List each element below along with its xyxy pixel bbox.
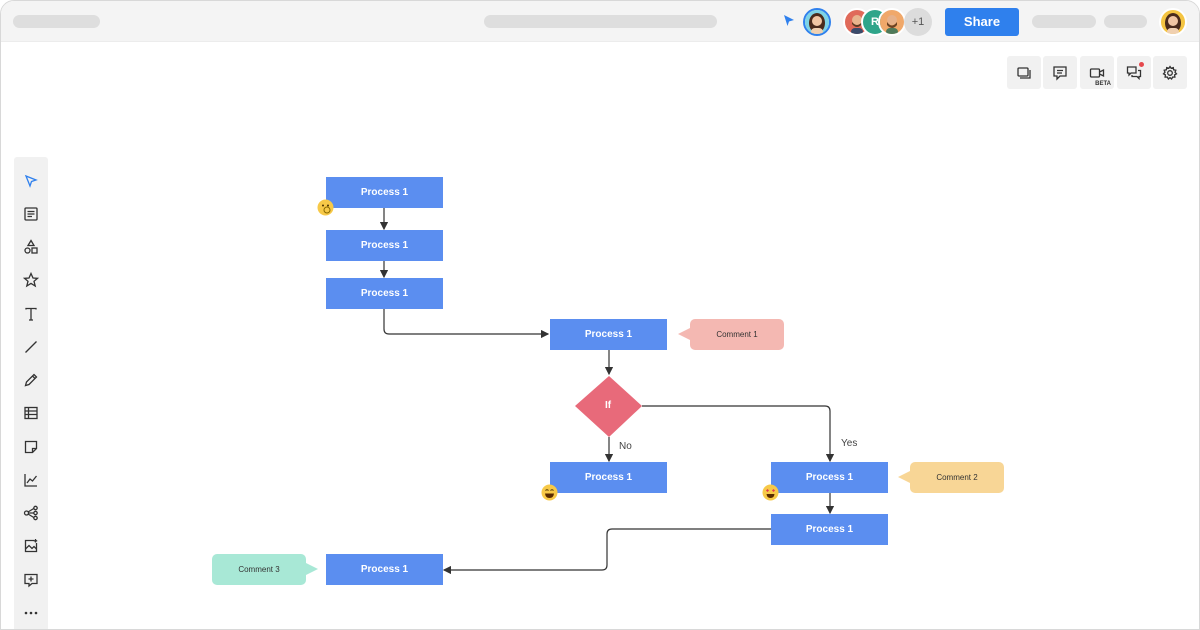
star-tool[interactable]: [21, 270, 41, 290]
process-node[interactable]: Process 1: [326, 177, 443, 208]
text-block-tool[interactable]: [21, 204, 41, 224]
settings-button[interactable]: [1153, 56, 1187, 89]
image-icon: [24, 539, 38, 553]
chat-icon: [1126, 65, 1142, 80]
share-button[interactable]: Share: [945, 8, 1019, 36]
chart-icon: [24, 474, 38, 487]
shapes-tool[interactable]: [21, 237, 41, 257]
breadcrumb-placeholder[interactable]: [484, 15, 717, 28]
pen-tool[interactable]: [21, 370, 41, 390]
process-node[interactable]: Process 1: [771, 462, 888, 493]
edge-label-yes: Yes: [841, 438, 858, 449]
comment-icon: [1053, 65, 1067, 81]
process-node[interactable]: Process 1: [550, 462, 667, 493]
grinning-emoji-icon[interactable]: [541, 484, 558, 501]
select-tool[interactable]: [21, 171, 41, 191]
connector: [442, 528, 771, 575]
comment-text: Comment 3: [238, 565, 280, 574]
process-node[interactable]: Process 1: [550, 319, 667, 350]
mindmap-icon: [23, 505, 38, 521]
chat-button[interactable]: [1117, 56, 1151, 89]
process-node[interactable]: Process 1: [326, 278, 443, 309]
sticky-note-icon: [24, 440, 38, 454]
comment-text: Comment 2: [936, 473, 978, 482]
sticky-note-tool[interactable]: [21, 437, 41, 457]
text-block-icon: [24, 207, 38, 221]
add-frame-icon: [24, 573, 38, 588]
table-tool[interactable]: [21, 403, 41, 423]
beta-badge: BETA: [1095, 81, 1111, 87]
connector: [383, 309, 550, 339]
decision-diamond: [575, 376, 642, 437]
decision-label[interactable]: If: [604, 400, 612, 411]
table-icon: [24, 406, 38, 420]
process-node[interactable]: Process 1: [326, 554, 443, 585]
comment-bubble[interactable]: Comment 3: [212, 554, 318, 585]
comment-button[interactable]: [1043, 56, 1077, 89]
edge-label-no: No: [619, 441, 632, 452]
left-toolbar: [14, 157, 48, 629]
image-tool[interactable]: [21, 536, 41, 556]
profile-avatar[interactable]: [1159, 8, 1187, 36]
connector: [642, 405, 835, 463]
chart-tool[interactable]: [21, 470, 41, 490]
select-icon: [24, 174, 38, 188]
more-tools[interactable]: [21, 603, 41, 623]
menu-placeholder[interactable]: [1032, 15, 1096, 28]
add-frame-tool[interactable]: [21, 570, 41, 590]
shapes-icon: [24, 239, 38, 254]
process-node[interactable]: Process 1: [771, 514, 888, 545]
comment-text: Comment 1: [716, 330, 758, 339]
comment-bubble[interactable]: Comment 2: [898, 462, 1004, 493]
layers-icon: [1017, 66, 1031, 79]
more-users-badge[interactable]: +1: [904, 8, 932, 36]
notification-dot: [1139, 62, 1144, 67]
video-button[interactable]: BETA: [1080, 56, 1114, 89]
collaborator-initial: R: [871, 16, 879, 28]
text-icon: [25, 307, 37, 321]
thinking-emoji-icon[interactable]: [317, 199, 334, 216]
line-icon: [25, 341, 37, 353]
layers-button[interactable]: [1007, 56, 1041, 89]
pen-icon: [24, 373, 38, 387]
cursor-pointer-icon: [784, 15, 794, 26]
menu-placeholder[interactable]: [1104, 15, 1147, 28]
video-icon: [1089, 67, 1105, 78]
star-icon: [23, 272, 39, 288]
process-node[interactable]: Process 1: [326, 230, 443, 261]
top-bar: R +1 Share: [1, 1, 1199, 42]
more-icon: [24, 611, 38, 615]
current-user-avatar[interactable]: [803, 8, 831, 36]
mindmap-tool[interactable]: [21, 503, 41, 523]
text-tool[interactable]: [21, 304, 41, 324]
line-tool[interactable]: [21, 337, 41, 357]
settings-icon: [1162, 64, 1178, 80]
comment-bubble[interactable]: Comment 1: [678, 319, 784, 350]
heart-eyes-emoji-icon[interactable]: [762, 484, 779, 501]
document-title-placeholder[interactable]: [13, 15, 100, 28]
